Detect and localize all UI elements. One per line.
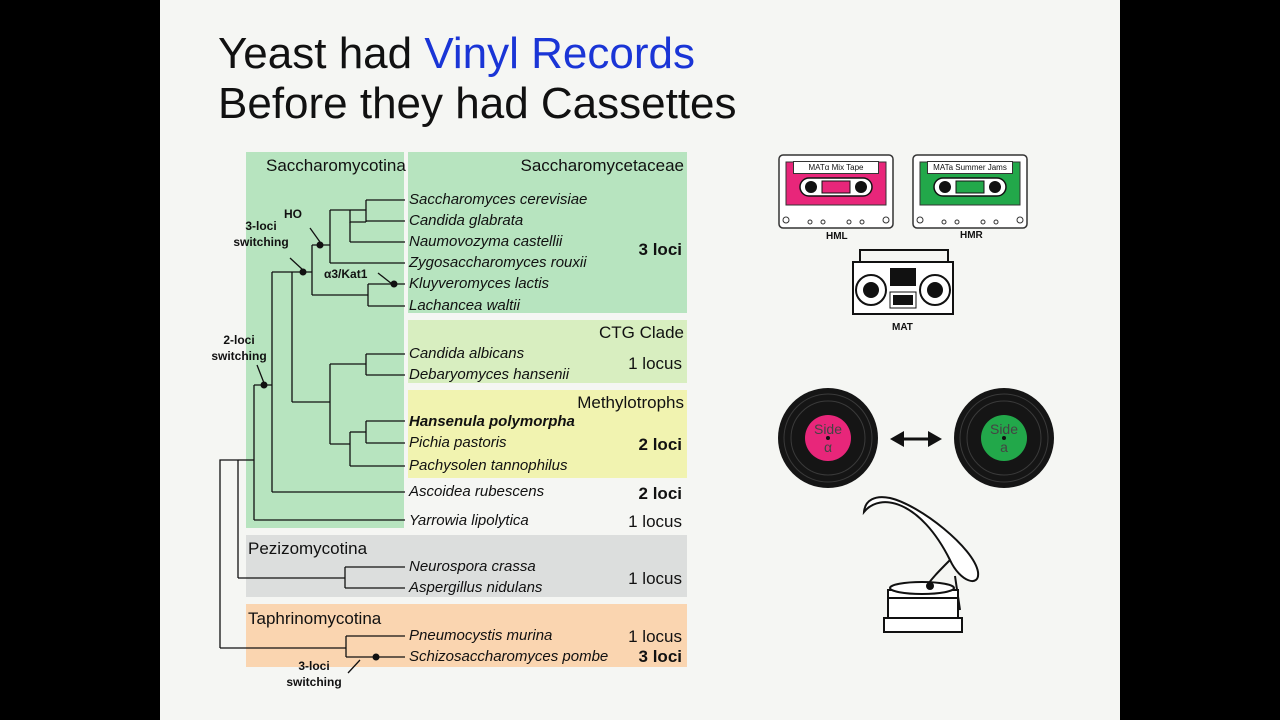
- title-line-1: Yeast had Vinyl Records: [218, 30, 695, 78]
- loci-label: 1 locus: [628, 512, 682, 531]
- title-part1: Yeast had: [218, 29, 425, 78]
- record-label-line: α: [823, 439, 833, 455]
- loci-label: 1 locus: [628, 569, 682, 588]
- hml-caption: HML: [826, 231, 848, 242]
- species-label: Aspergillus nidulans: [409, 579, 543, 596]
- record-side-a-icon: [954, 388, 1054, 488]
- record-side-alpha-icon: [778, 388, 878, 488]
- pombe-switching-annotation: 3-loci switching: [280, 658, 348, 690]
- phylogenetic-tree: [219, 199, 405, 674]
- pezizomycotina-box: [246, 535, 687, 597]
- pezizomycotina-label: Pezizomycotina: [248, 539, 368, 558]
- species-label: Hansenula polymorpha: [409, 413, 575, 430]
- annotation-line: switching: [286, 675, 342, 689]
- saccharomycetaceae-label: Saccharomycetaceae: [520, 156, 684, 175]
- annotation-line: 3-loci: [245, 219, 277, 233]
- mat-caption: MAT: [892, 322, 913, 333]
- species-label: Naumovozyma castellii: [409, 233, 563, 250]
- annotation-line: 2-loci: [223, 333, 255, 347]
- gramophone-icon: [862, 496, 980, 633]
- species-label: Debaryomyces hansenii: [409, 366, 570, 383]
- loci-label: 2 loci: [638, 484, 682, 503]
- ctg-clade-label: CTG Clade: [598, 323, 684, 342]
- record-label-line: a: [1000, 439, 1008, 455]
- taphrinomycotina-box: [246, 604, 687, 667]
- saccharomycotina-label: Saccharomycotina: [266, 156, 406, 175]
- music-illustrations: [778, 154, 1054, 633]
- boombox-icon: [852, 249, 954, 315]
- species-label: Schizosaccharomyces pombe: [409, 648, 609, 665]
- annotation-line: switching: [233, 235, 289, 249]
- record-alpha-label: Side α: [805, 420, 851, 456]
- cassette-hmr-label: MATa Summer Jams: [927, 161, 1013, 174]
- annotation-line: 3-loci: [298, 659, 330, 673]
- record-label-line: Side: [989, 421, 1019, 437]
- species-label: Pachysolen tannophilus: [409, 457, 568, 474]
- species-label: Kluyveromyces lactis: [409, 275, 550, 292]
- record-a-label: Side a: [981, 420, 1027, 456]
- species-label: Pichia pastoris: [409, 434, 507, 451]
- species-label: Pneumocystis murina: [409, 627, 553, 644]
- saccharomycetaceae-box: [408, 152, 687, 313]
- hmr-caption: HMR: [960, 230, 983, 241]
- species-label: Zygosaccharomyces rouxii: [409, 254, 587, 271]
- cassette-hml-label: MATα Mix Tape: [793, 161, 879, 174]
- methylotrophs-label: Methylotrophs: [577, 393, 684, 412]
- species-label: Lachancea waltii: [409, 297, 520, 314]
- loci-label: 1 locus: [628, 354, 682, 373]
- species-label: Ascoidea rubescens: [409, 483, 545, 500]
- loci-label: 1 locus: [628, 627, 682, 646]
- record-label-line: Side: [813, 421, 843, 437]
- double-arrow-icon: [890, 431, 942, 447]
- methylotrophs-box: [408, 390, 687, 478]
- slide: Yeast had Vinyl Records Before they had …: [160, 0, 1120, 720]
- three-loci-annotation: 3-loci: [240, 218, 282, 234]
- taphrinomycotina-label: Taphrinomycotina: [248, 609, 382, 628]
- ho-annotation: HO: [284, 207, 302, 221]
- alpha3-annotation: α3/Kat1: [324, 267, 368, 281]
- title-highlight: Vinyl Records: [424, 29, 695, 78]
- species-label: Candida albicans: [409, 345, 525, 362]
- species-label: Saccharomyces cerevisiae: [409, 191, 588, 208]
- ctg-clade-box: [408, 320, 687, 383]
- title-line-2: Before they had Cassettes: [218, 79, 737, 128]
- loci-label: 3 loci: [638, 240, 682, 259]
- loci-label: 3 loci: [638, 647, 682, 666]
- species-label: Candida glabrata: [409, 212, 524, 229]
- species-label: Neurospora crassa: [409, 558, 536, 575]
- two-loci-annotation: 2-loci switching: [206, 332, 272, 364]
- species-label: Yarrowia lipolytica: [409, 512, 529, 529]
- annotation-line: switching: [211, 349, 267, 363]
- three-loci-annotation-2: switching: [228, 234, 294, 250]
- loci-label: 2 loci: [638, 435, 682, 454]
